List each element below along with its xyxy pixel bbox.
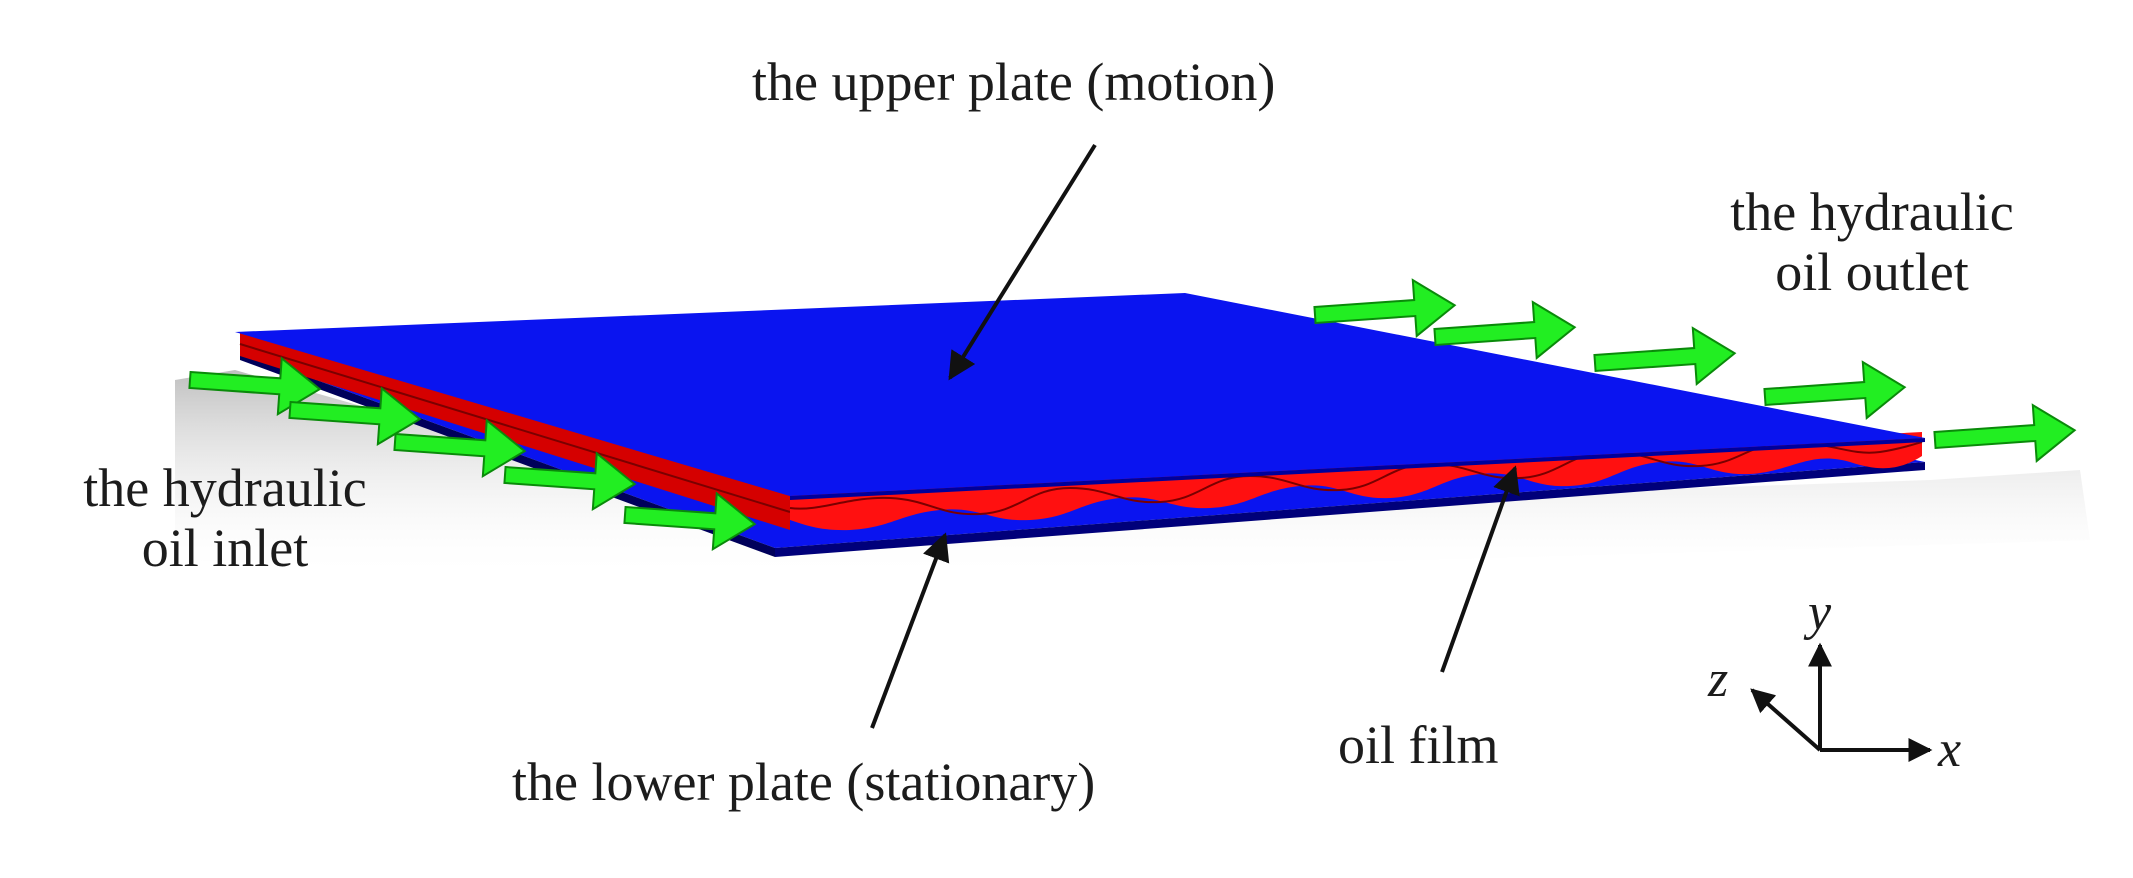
oil-film-label: oil film: [1338, 715, 1499, 775]
outlet-arrow-icon: [1313, 278, 1457, 338]
upper-plate: [235, 293, 1925, 496]
z-axis-arrow: [1750, 688, 1822, 752]
lower-plate-label: the lower plate (stationary): [512, 752, 1096, 812]
outlet-flow-arrows: [1313, 278, 2077, 463]
lower-plate-front-edge: [775, 462, 1925, 557]
inlet-arrow-icon: [503, 451, 637, 512]
oil-film-side-line: [239, 343, 791, 513]
outlet-arrow-icon: [1933, 403, 2077, 463]
inlet-label: the hydraulic oil inlet: [30, 458, 420, 578]
outlet-label-line1: the hydraulic: [1730, 182, 2014, 242]
outlet-arrow-icon: [1593, 326, 1737, 386]
upper-plate-label: the upper plate (motion): [752, 52, 1276, 112]
inlet-label-line1: the hydraulic: [83, 458, 367, 518]
inlet-arrow-icon: [623, 491, 757, 552]
y-axis-label: y: [1808, 584, 1832, 641]
inlet-flow-arrows: [188, 356, 757, 552]
outlet-label-line2: oil outlet: [1775, 242, 1969, 302]
upper-plate-front-edge: [790, 438, 1925, 500]
oil-film-side: [240, 332, 790, 530]
z-axis-label: z: [1708, 651, 1729, 708]
x-axis-label: x: [1938, 721, 1962, 778]
oil-film-leader-arrow: [1440, 465, 1520, 673]
coordinate-axes: [1750, 642, 1933, 762]
outlet-arrow-icon: [1763, 360, 1907, 420]
inlet-arrow-icon: [393, 418, 527, 479]
outlet-label: the hydraulic oil outlet: [1672, 182, 2072, 302]
outlet-arrow-icon: [1433, 300, 1577, 360]
inlet-label-line2: oil inlet: [141, 518, 309, 578]
inlet-arrow-icon: [288, 386, 422, 447]
lower-plate-leader-arrow: [870, 532, 950, 729]
ground-shadow: [175, 370, 2090, 580]
upper-plate-leader-arrow: [948, 143, 1097, 381]
